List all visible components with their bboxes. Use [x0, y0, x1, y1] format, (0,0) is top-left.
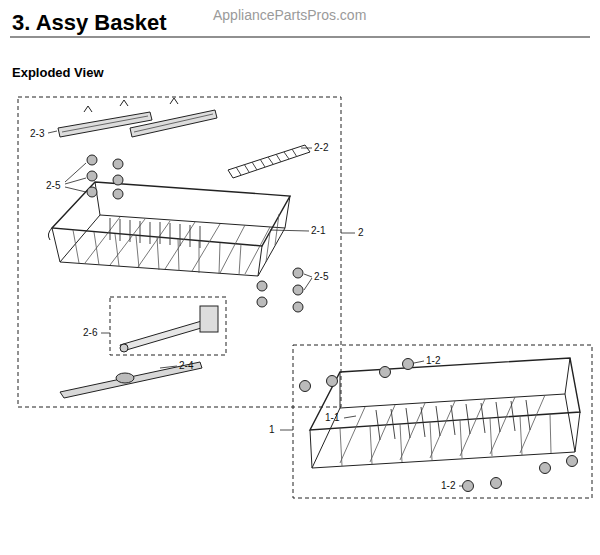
callout-number: 2-4: [179, 361, 193, 371]
callout-number: 2-3: [30, 129, 44, 139]
callout-number: 2-2: [314, 143, 328, 153]
callout-number: 1-1: [325, 413, 339, 423]
view-heading: Exploded View: [12, 66, 104, 79]
callout-number: 2: [358, 228, 364, 238]
callout-number: 1-2: [441, 481, 455, 491]
callout-number: 1: [269, 425, 275, 435]
callout-number: 2-5: [46, 181, 60, 191]
callout-number: 1-2: [426, 356, 440, 366]
callout-number: 2-1: [311, 226, 325, 236]
callout-number: 2-6: [83, 328, 97, 338]
page-title: 3. Assy Basket: [12, 12, 167, 34]
callout-number: 2-5: [314, 272, 328, 282]
watermark: AppliancePartsPros.com: [213, 8, 366, 22]
